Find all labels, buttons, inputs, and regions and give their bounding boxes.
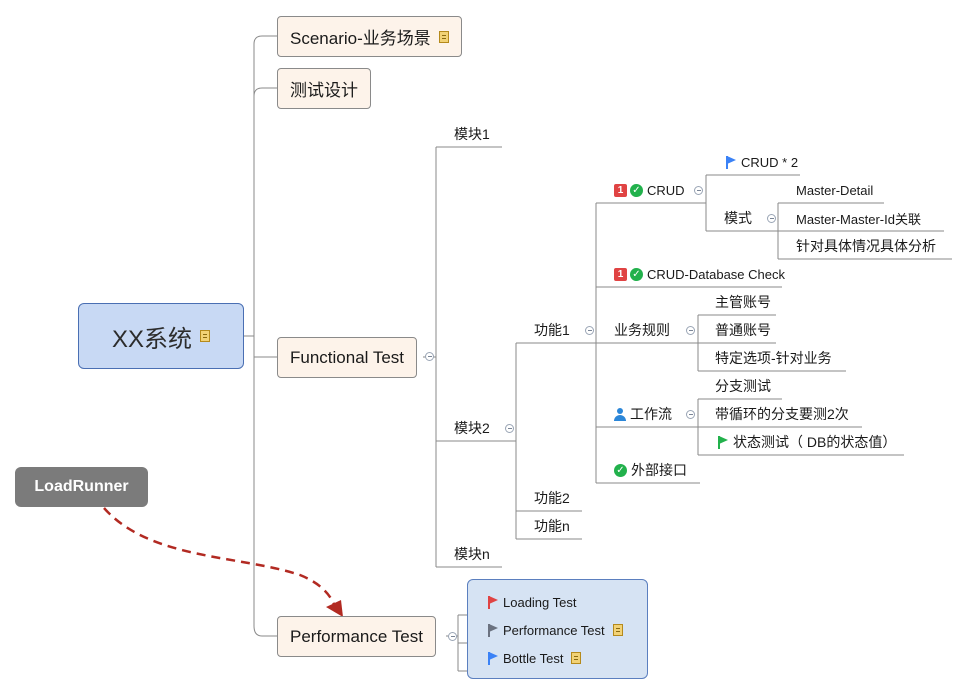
function-n-label: 功能n xyxy=(534,518,570,534)
mode-item-label: Master-Master-Id关联 xyxy=(796,211,921,227)
collapse-icon[interactable] xyxy=(686,326,695,335)
subtopic-rule-item[interactable]: 特定选项-针对业务 xyxy=(713,348,834,368)
workflow-item-label: 带循环的分支要测2次 xyxy=(715,406,849,422)
mode-item-label: Master-Detail xyxy=(796,182,874,198)
topic-functional-test[interactable]: Functional Test xyxy=(277,337,418,378)
function-2-label: 功能2 xyxy=(534,490,570,506)
subtopic-rule-item[interactable]: 普通账号 xyxy=(713,320,773,340)
subtopic-module-1[interactable]: 模块1 xyxy=(452,124,492,144)
subtopic-mode-item[interactable]: 针对具体情况具体分析 xyxy=(794,236,938,256)
subtopic-function-1[interactable]: 功能1 xyxy=(532,320,572,340)
collapse-icon[interactable] xyxy=(686,410,695,419)
topic-test-design-label: 测试设计 xyxy=(290,81,358,100)
subtopic-function-n[interactable]: 功能n xyxy=(532,516,572,536)
mode-item-label: 针对具体情况具体分析 xyxy=(796,238,936,254)
subtopic-crud[interactable]: 1 ✓ CRUD xyxy=(612,180,687,200)
blue-flag-icon xyxy=(726,155,736,169)
subtopic-workflow-item[interactable]: 分支测试 xyxy=(713,376,773,396)
crud-count-label: CRUD * 2 xyxy=(741,154,799,170)
subtopic-mode-item[interactable]: Master-Detail xyxy=(794,180,875,200)
subtopic-bottle-test[interactable]: Bottle Test xyxy=(486,648,583,668)
external-interface-label: 外部接口 xyxy=(631,462,687,478)
module-1-label: 模块1 xyxy=(454,126,490,142)
performance-test-label: Performance Test xyxy=(503,622,605,638)
workflow-label: 工作流 xyxy=(630,406,672,422)
crud-label: CRUD xyxy=(647,182,685,198)
priority-1-icon: 1 xyxy=(614,183,627,197)
crud-db-label: CRUD-Database Check xyxy=(647,266,785,282)
collapse-icon[interactable] xyxy=(448,632,457,641)
topic-scenario[interactable]: Scenario-业务场景 xyxy=(277,16,462,57)
red-flag-icon xyxy=(488,595,498,609)
green-flag-icon xyxy=(718,435,728,449)
subtopic-module-2[interactable]: 模块2 xyxy=(452,418,492,438)
subtopic-business-rules[interactable]: 业务规则 xyxy=(612,320,672,340)
rule-item-label: 特定选项-针对业务 xyxy=(715,350,832,366)
note-icon[interactable] xyxy=(438,30,449,43)
topic-performance-test-label: Performance Test xyxy=(290,626,423,646)
function-1-label: 功能1 xyxy=(534,322,570,338)
subtopic-workflow-item[interactable]: 状态测试（ DB的状态值） xyxy=(716,432,898,452)
check-icon: ✓ xyxy=(630,183,643,197)
topic-performance-test[interactable]: Performance Test xyxy=(277,616,436,657)
subtopic-module-n[interactable]: 模块n xyxy=(452,544,492,564)
subtopic-crud-count[interactable]: CRUD * 2 xyxy=(724,152,800,172)
subtopic-function-2[interactable]: 功能2 xyxy=(532,488,572,508)
subtopic-crud-database-check[interactable]: 1 ✓ CRUD-Database Check xyxy=(612,264,787,284)
subtopic-workflow-item[interactable]: 带循环的分支要测2次 xyxy=(713,404,851,424)
priority-1-icon: 1 xyxy=(614,267,627,281)
mode-label: 模式 xyxy=(724,210,752,226)
workflow-item-label: 状态测试（ DB的状态值） xyxy=(733,434,897,450)
collapse-icon[interactable] xyxy=(767,214,776,223)
gray-flag-icon xyxy=(488,623,498,637)
loading-test-label: Loading Test xyxy=(503,594,577,610)
central-topic[interactable]: XX系统 xyxy=(78,303,244,369)
collapse-icon[interactable] xyxy=(505,424,514,433)
workflow-item-label: 分支测试 xyxy=(715,378,771,394)
floating-topic-label: LoadRunner xyxy=(34,478,129,495)
collapse-icon[interactable] xyxy=(585,326,594,335)
module-2-label: 模块2 xyxy=(454,420,490,436)
person-icon xyxy=(614,407,626,421)
subtopic-external-interface[interactable]: ✓ 外部接口 xyxy=(612,460,689,480)
rule-item-label: 普通账号 xyxy=(715,322,771,338)
module-n-label: 模块n xyxy=(454,546,490,562)
topic-functional-test-label: Functional Test xyxy=(290,347,405,367)
bottle-test-label: Bottle Test xyxy=(503,650,564,666)
check-icon: ✓ xyxy=(630,267,643,281)
subtopic-performance-test[interactable]: Performance Test xyxy=(486,620,625,640)
note-icon[interactable] xyxy=(200,330,210,342)
subtopic-rule-item[interactable]: 主管账号 xyxy=(713,292,773,312)
central-topic-label: XX系统 xyxy=(111,325,192,353)
rule-item-label: 主管账号 xyxy=(715,294,771,310)
topic-test-design[interactable]: 测试设计 xyxy=(277,68,371,109)
blue-flag-icon xyxy=(488,651,498,665)
business-rules-label: 业务规则 xyxy=(614,322,670,338)
floating-topic-loadrunner[interactable]: LoadRunner xyxy=(15,467,148,507)
collapse-icon[interactable] xyxy=(694,186,703,195)
subtopic-workflow[interactable]: 工作流 xyxy=(612,404,674,424)
note-icon[interactable] xyxy=(612,624,623,636)
collapse-icon[interactable] xyxy=(425,352,434,361)
note-icon[interactable] xyxy=(571,652,582,664)
subtopic-loading-test[interactable]: Loading Test xyxy=(486,592,579,612)
subtopic-mode-item[interactable]: Master-Master-Id关联 xyxy=(794,208,923,228)
check-icon: ✓ xyxy=(614,463,627,477)
topic-scenario-label: Scenario-业务场景 xyxy=(290,29,431,48)
subtopic-mode[interactable]: 模式 xyxy=(722,208,754,228)
